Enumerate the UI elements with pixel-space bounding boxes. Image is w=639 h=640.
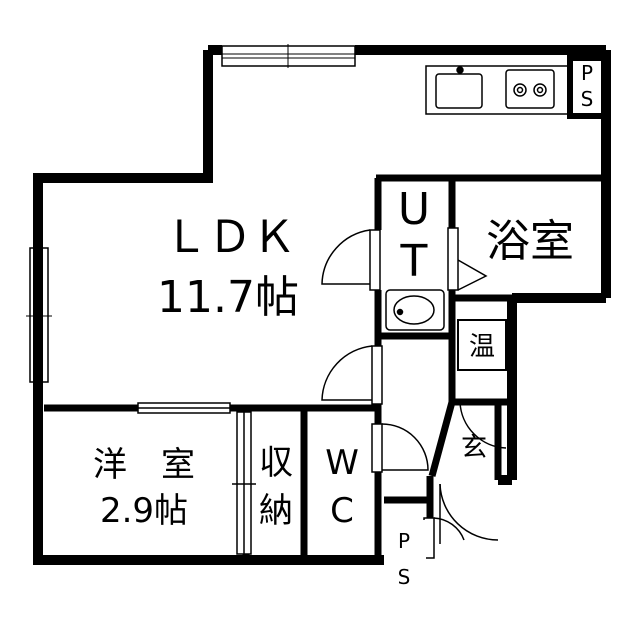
ps-bottom-line1: P <box>398 529 410 553</box>
stove <box>505 69 555 109</box>
wc-line2: C <box>330 491 354 531</box>
kitchen-counter <box>425 65 571 115</box>
storage-line2: 納 <box>259 491 293 531</box>
ut-line2: T <box>400 236 428 287</box>
ps-bottom-line2: S <box>398 565 411 589</box>
ps-top-line1: P <box>581 61 593 85</box>
room-labels: ＬＤＫ 11.7帖 洋 室 2.9帖 収 納 W C U T 浴室 玄 <box>93 184 574 531</box>
left-window <box>26 247 52 383</box>
water-heater: 温 <box>457 319 507 371</box>
water-heater-label: 温 <box>469 332 495 362</box>
western-name: 洋 室 <box>93 445 195 485</box>
top-window <box>221 44 356 68</box>
entrance-label: 玄 <box>461 433 487 463</box>
ldk-size: 11.7帖 <box>157 272 299 323</box>
ut-line1: U <box>398 184 430 235</box>
storage-line1: 収 <box>259 443 293 483</box>
pipe-space-bottom: P S <box>384 520 426 596</box>
ldk-name: ＬＤＫ <box>164 212 296 263</box>
pipe-space-top: P S <box>567 55 607 119</box>
western-size: 2.9帖 <box>100 491 188 531</box>
ps-top-line2: S <box>581 87 594 111</box>
washbasin <box>385 289 445 331</box>
sliding-doors <box>137 402 256 555</box>
wc-line1: W <box>325 443 359 483</box>
bath-name: 浴室 <box>486 216 574 267</box>
sink <box>435 73 483 109</box>
